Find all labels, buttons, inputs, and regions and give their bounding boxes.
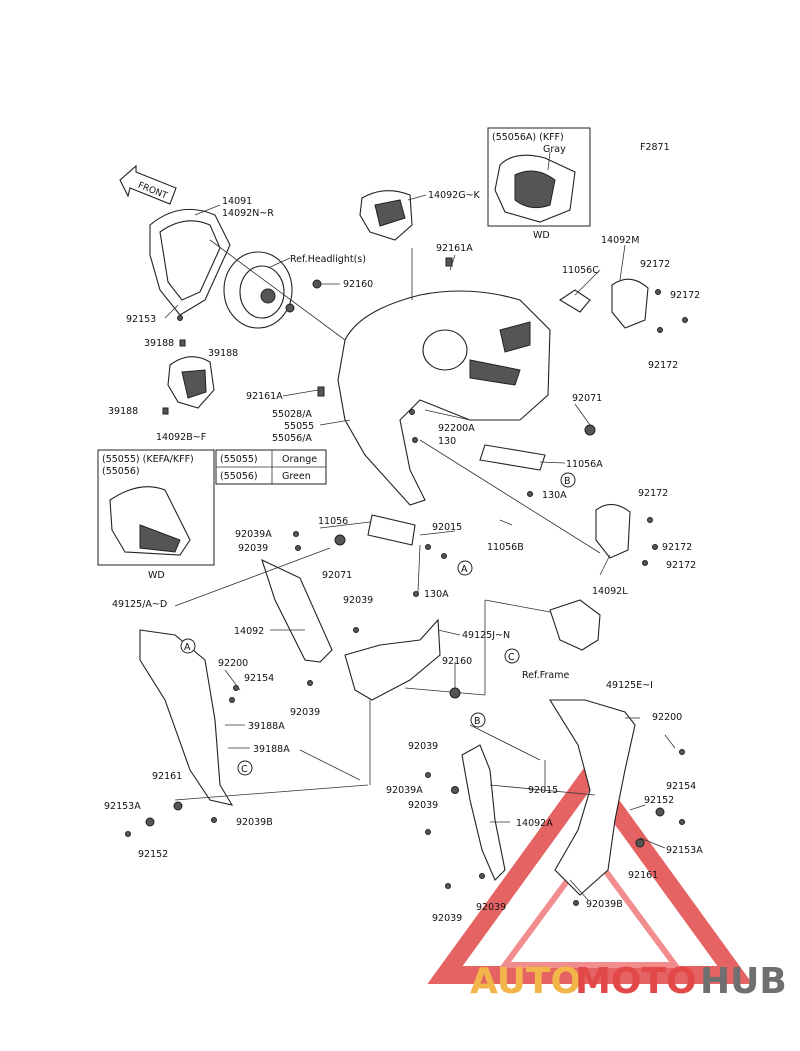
part-label: 92071	[572, 393, 602, 404]
part-drawings	[139, 190, 649, 896]
part-label: 92161	[628, 870, 658, 881]
part-label: 39188	[108, 406, 138, 417]
watermark-logo	[427, 759, 753, 984]
callout-a-2: A	[184, 642, 191, 653]
part-label: 92071	[322, 570, 352, 581]
part-label: Ref.Frame	[522, 670, 569, 681]
inset-left-title-2: (55056)	[102, 466, 140, 477]
part-label: 14092G~K	[428, 190, 481, 201]
part-label: 92153	[126, 314, 156, 325]
color-table: (55055) Orange (55056) Green	[215, 449, 327, 485]
part-label: 92200A	[438, 423, 475, 434]
part-label: 11056B	[487, 542, 524, 553]
part-label: 92039B	[586, 899, 623, 910]
part-label: Ref.Headlight(s)	[290, 254, 366, 265]
watermark-auto: AUTO	[470, 961, 581, 1002]
part-label: 92039A	[235, 529, 272, 540]
part-label: 14092M	[601, 235, 639, 246]
part-label: 14092A	[516, 818, 553, 829]
color-table-code-1: (55055)	[220, 454, 258, 465]
part-label: 92153A	[666, 845, 703, 856]
callout-b-1: B	[564, 476, 571, 487]
part-label: 39188A	[253, 744, 290, 755]
color-table-color-2: Green	[282, 471, 311, 482]
part-label: 14092N~R	[222, 208, 274, 219]
watermark-moto: MOTO	[575, 961, 697, 1002]
part-label: 92172	[666, 560, 696, 571]
color-table-color-1: Orange	[282, 454, 317, 465]
hardware-icons	[125, 257, 688, 906]
part-label: 92200	[652, 712, 682, 723]
part-label: 92039	[290, 707, 320, 718]
figure-code: F2871	[640, 142, 670, 153]
part-label: 92039A	[386, 785, 423, 796]
part-label: 92161A	[436, 243, 473, 254]
part-label: 92039	[408, 800, 438, 811]
part-label: 11056C	[562, 265, 599, 276]
part-label: 130	[438, 436, 456, 447]
inset-top-color: Gray	[543, 144, 566, 155]
part-label: 92039	[238, 543, 268, 554]
part-label: 14091	[222, 196, 252, 207]
front-arrow: FRONT	[119, 164, 177, 205]
part-label: 92039B	[236, 817, 273, 828]
part-label: 92172	[640, 259, 670, 270]
part-label: 92200	[218, 658, 248, 669]
part-label: 11056	[318, 516, 348, 527]
part-label: 92152	[138, 849, 168, 860]
part-label: 49125/A~D	[112, 599, 167, 610]
part-label: 14092B~F	[156, 432, 206, 443]
part-label: 92161	[152, 771, 182, 782]
callout-a-1: A	[461, 564, 468, 575]
part-label: 130A	[424, 589, 449, 600]
inset-left-tag: WD	[148, 570, 165, 581]
callout-circles: A A B B C C	[180, 472, 576, 776]
inset-top-tag: WD	[533, 230, 550, 241]
part-label: 92161A	[246, 391, 283, 402]
part-label: 11056A	[566, 459, 603, 470]
part-label: 92160	[442, 656, 472, 667]
callout-c-1: C	[508, 652, 515, 663]
part-label: 55056/A	[272, 433, 312, 444]
inset-top: (55056A) (KFF) Gray WD	[487, 127, 591, 241]
part-label: 92015	[528, 785, 558, 796]
part-label: 39188	[208, 348, 238, 359]
part-label: 92039	[432, 913, 462, 924]
inset-top-title: (55056A) (KFF)	[492, 132, 564, 143]
part-label: 92154	[666, 781, 696, 792]
part-label: 92172	[670, 290, 700, 301]
part-label: 92154	[244, 673, 274, 684]
part-label: 92152	[644, 795, 674, 806]
part-label: 55028/A	[272, 409, 312, 420]
callout-b-2: B	[474, 716, 481, 727]
part-label: 92172	[638, 488, 668, 499]
part-label: 92015	[432, 522, 462, 533]
part-label: 92039	[408, 741, 438, 752]
leader-lines	[164, 194, 676, 901]
part-label: 92039	[343, 595, 373, 606]
color-table-code-2: (55056)	[220, 471, 258, 482]
inset-left: (55055) (KEFA/KFF) (55056) WD	[97, 449, 215, 581]
callout-c-2: C	[241, 764, 248, 775]
part-label: 49125J~N	[462, 630, 510, 641]
part-label: 14092	[234, 626, 264, 637]
part-label: 92039	[476, 902, 506, 913]
part-label: 14092L	[592, 586, 628, 597]
inset-left-title-1: (55055) (KEFA/KFF)	[102, 454, 194, 465]
watermark-hub: HUB	[700, 961, 787, 1002]
part-label: 92172	[662, 542, 692, 553]
watermark-text: AUTO MOTO HUB	[470, 961, 787, 1002]
part-label: 39188	[144, 338, 174, 349]
part-label: 92153A	[104, 801, 141, 812]
part-label: 130A	[542, 490, 567, 501]
part-label: 92160	[343, 279, 373, 290]
part-label: 39188A	[248, 721, 285, 732]
part-label: 49125E~I	[606, 680, 653, 691]
part-labels: 14091 14092N~R 14092G~K Ref.Headlight(s)…	[104, 190, 703, 924]
part-label: 92172	[648, 360, 678, 371]
part-label: 55055	[284, 421, 314, 432]
